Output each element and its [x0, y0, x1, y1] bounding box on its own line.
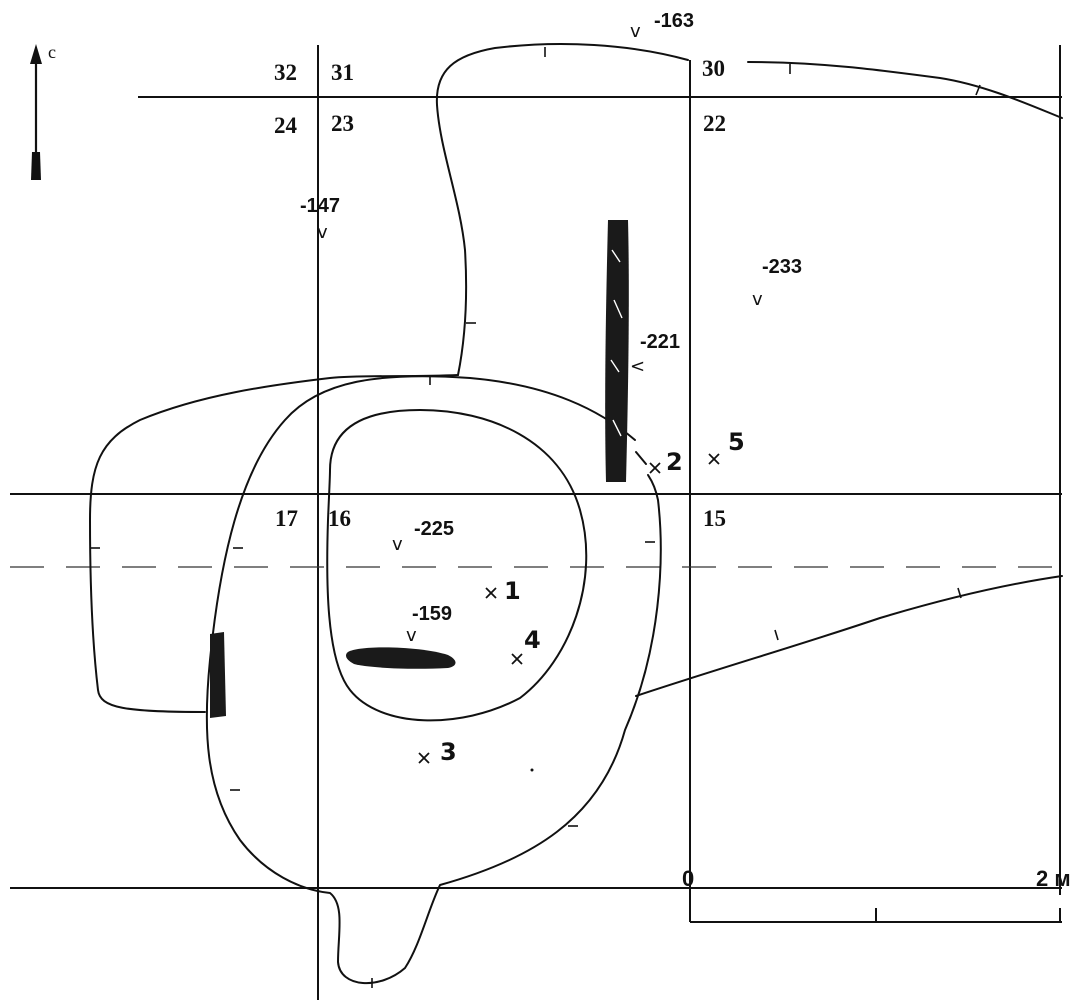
find-number-5: 5 — [728, 428, 745, 456]
square-label-30: 30 — [702, 56, 725, 81]
square-label-24: 24 — [274, 113, 298, 138]
depth-marker-v: v — [630, 21, 641, 42]
contour-tick — [774, 629, 779, 641]
find-1: 1 — [485, 577, 521, 605]
feature-contours — [89, 43, 1063, 984]
square-label-22: 22 — [703, 111, 726, 136]
small-dot — [530, 768, 534, 772]
find-number-1: 1 — [504, 577, 521, 605]
scale-bar: 0 2 м — [682, 866, 1071, 923]
depth-marker-v: v — [317, 222, 328, 243]
find-number-4: 4 — [524, 626, 541, 654]
depth-label-221: -221 — [640, 331, 680, 353]
find-cross — [418, 752, 430, 764]
depth-marker-v: v — [392, 534, 403, 555]
small-cut-stroke — [635, 451, 647, 465]
depth-marks: v -163 -147 v -233 v -221 < v -225 -159 … — [300, 10, 802, 646]
depth-label-233: -233 — [762, 256, 802, 278]
upper-pit-outline — [435, 43, 1063, 376]
find-3: 3 — [418, 738, 457, 766]
scale-bar-label-end: 2 м — [1036, 866, 1071, 891]
plank-hatch — [613, 299, 623, 319]
find-2: 2 — [649, 448, 683, 476]
find-cross — [649, 462, 661, 474]
main-pit-outline — [205, 375, 662, 984]
find-number-2: 2 — [666, 448, 683, 476]
large-pit-outline — [89, 374, 459, 713]
scale-bar-label-start: 0 — [682, 866, 694, 891]
depth-marker-v: v — [406, 625, 417, 646]
find-5: 5 — [708, 428, 745, 465]
depth-label-147: -147 — [300, 195, 340, 217]
find-number-3: 3 — [440, 738, 457, 766]
find-cross — [485, 587, 497, 599]
plank-hatch — [612, 419, 622, 437]
finds: 1 2 3 4 5 — [418, 428, 745, 766]
square-label-31: 31 — [331, 60, 354, 85]
north-arrow-head — [30, 44, 42, 64]
right-lower-outline — [635, 575, 1063, 697]
depth-label-159: -159 — [412, 603, 452, 625]
grid — [10, 45, 1062, 1000]
square-label-23: 23 — [331, 111, 354, 136]
contour-ticks — [90, 47, 981, 988]
depth-marker-caret: < — [630, 356, 645, 377]
square-label-17: 17 — [275, 506, 298, 531]
depth-label-225: -225 — [414, 518, 454, 540]
wood-remains — [210, 220, 629, 718]
square-label-15: 15 — [703, 506, 726, 531]
depth-marker-v: v — [752, 289, 763, 310]
square-label-16: 16 — [328, 506, 351, 531]
small-vertical-plank — [210, 632, 226, 718]
plank-hatch — [610, 359, 620, 373]
plank-hatch — [611, 249, 621, 263]
find-cross — [511, 653, 523, 665]
north-arrow-label: с — [48, 42, 56, 62]
find-4: 4 — [511, 626, 541, 665]
contour-tick — [957, 587, 962, 599]
contour-tick — [975, 84, 981, 96]
north-arrow-fletching — [31, 152, 41, 180]
depth-label-163: -163 — [654, 10, 694, 32]
square-label-32: 32 — [274, 60, 297, 85]
square-labels: 32 31 30 24 23 22 17 16 15 — [274, 56, 726, 531]
vertical-plank — [605, 220, 629, 482]
north-arrow: с — [30, 42, 56, 180]
find-cross — [708, 453, 720, 465]
horizontal-plank — [346, 647, 456, 669]
inner-pit-outline — [326, 409, 588, 722]
